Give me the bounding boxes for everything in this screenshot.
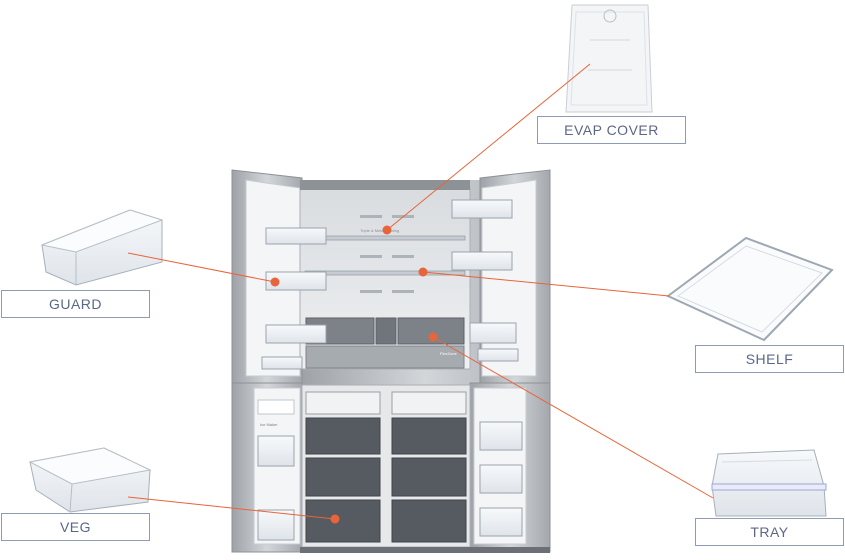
marker-tray [428,332,438,342]
label-tray: TRAY [695,518,844,546]
label-shelf: SHELF [695,345,844,373]
marker-dots [270,225,438,524]
leader-shelf [422,271,670,297]
leader-veg [127,496,336,520]
shelf-image [666,236,834,342]
leader-lines [127,63,714,520]
svg-text:Triple & Metal Cooling: Triple & Metal Cooling [360,228,399,233]
marker-shelf [418,267,428,277]
evap-cover-image [565,4,653,113]
marker-guard [270,277,280,287]
freezer-drawers [305,391,467,543]
label-veg: VEG [1,513,150,541]
refrigerator: Triple & Metal Cooling FlexZone [231,169,551,553]
leader-guard [127,252,276,283]
marker-evap-cover [382,225,392,235]
svg-text:Ice Maker: Ice Maker [260,422,278,427]
leader-evap-cover [386,63,591,231]
right-door-bins [451,199,519,362]
leader-tray [432,336,714,499]
tray-image [711,449,827,517]
label-guard: GUARD [1,290,150,318]
veg-image [28,447,152,513]
left-door-bins [261,227,327,370]
guard-image [40,209,164,286]
marker-veg [330,514,340,524]
svg-text:FlexZone: FlexZone [440,351,457,356]
label-evap-cover: EVAP COVER [537,116,686,144]
